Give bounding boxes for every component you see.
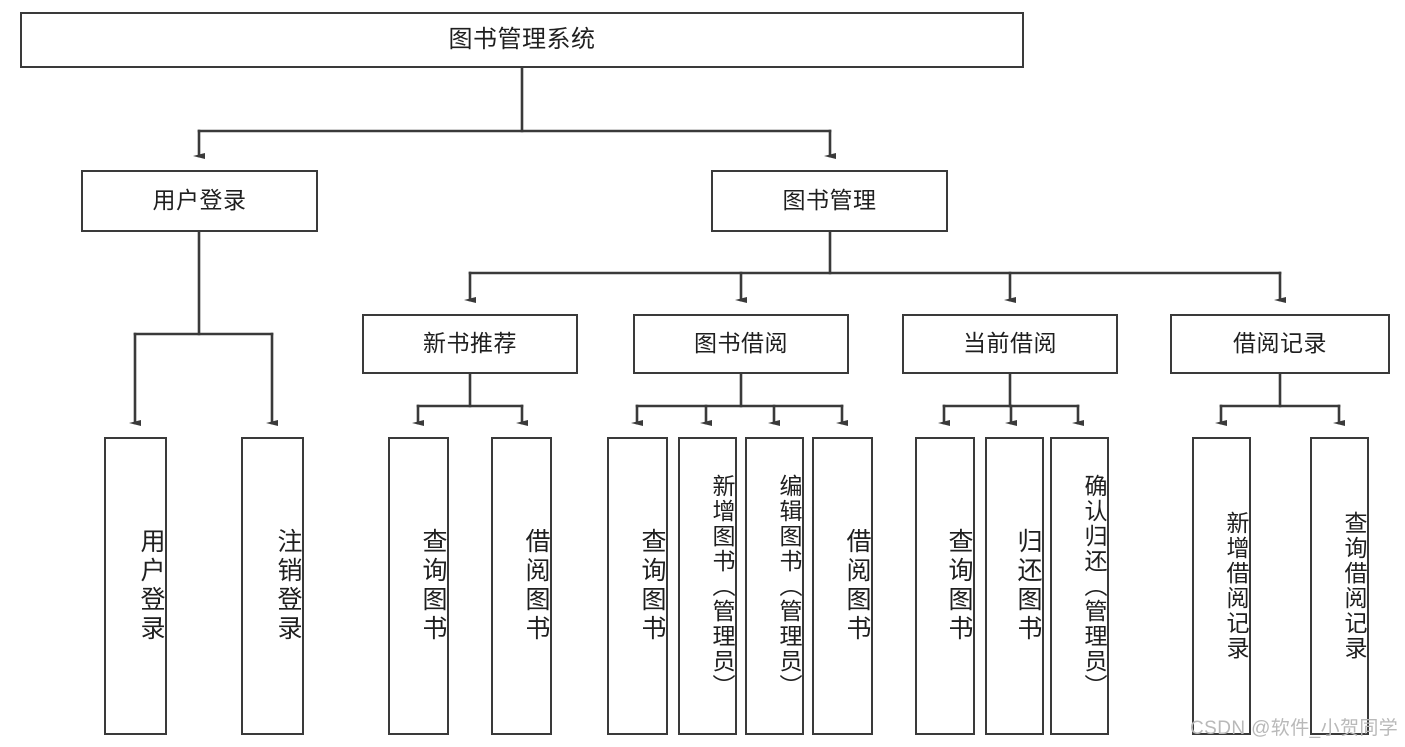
leaf-borrow-add-book-admin[interactable]: 新增图书（管理员） xyxy=(678,437,737,735)
leaf-borrow-edit-book-admin[interactable]: 编辑图书（管理员） xyxy=(745,437,804,735)
node-borrow-records[interactable]: 借阅记录 xyxy=(1170,314,1390,374)
node-current-borrow[interactable]: 当前借阅 xyxy=(902,314,1118,374)
leaf-new-book-query[interactable]: 查询图书 xyxy=(388,437,449,735)
leaf-records-add-record[interactable]: 新增借阅记录 xyxy=(1192,437,1251,735)
node-user-login[interactable]: 用户登录 xyxy=(81,170,318,232)
leaf-borrow-borrow-book[interactable]: 借阅图书 xyxy=(812,437,873,735)
csdn-watermark: CSDN @软件_小贺同学 xyxy=(1190,718,1399,739)
node-root-library-system[interactable]: 图书管理系统 xyxy=(20,12,1024,68)
leaf-current-query-book[interactable]: 查询图书 xyxy=(915,437,975,735)
leaf-borrow-query-book[interactable]: 查询图书 xyxy=(607,437,668,735)
node-book-management[interactable]: 图书管理 xyxy=(711,170,948,232)
leaf-current-confirm-return-admin[interactable]: 确认归还（管理员） xyxy=(1050,437,1109,735)
leaf-records-query-record[interactable]: 查询借阅记录 xyxy=(1310,437,1369,735)
leaf-user-login-signout[interactable]: 注销登录 xyxy=(241,437,304,735)
leaf-user-login-signin[interactable]: 用户登录 xyxy=(104,437,167,735)
leaf-current-return-book[interactable]: 归还图书 xyxy=(985,437,1044,735)
node-new-book-recommend[interactable]: 新书推荐 xyxy=(362,314,578,374)
node-book-borrow[interactable]: 图书借阅 xyxy=(633,314,849,374)
leaf-new-book-borrow[interactable]: 借阅图书 xyxy=(491,437,552,735)
